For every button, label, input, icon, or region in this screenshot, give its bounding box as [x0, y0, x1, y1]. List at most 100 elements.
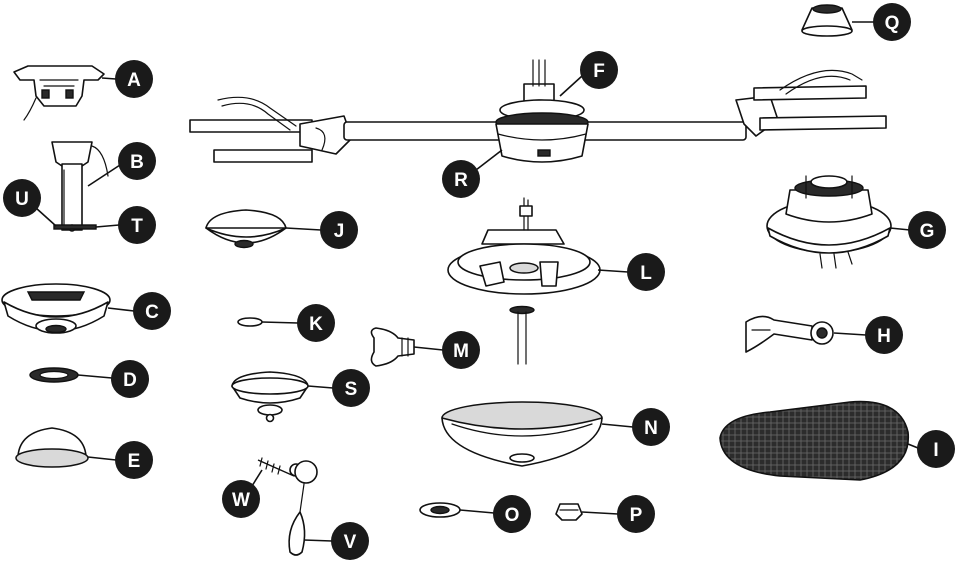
label-text: F: [593, 61, 605, 82]
label-circle: [442, 160, 480, 198]
leader-line-n: [601, 423, 634, 428]
leader-line-l: [597, 269, 629, 273]
part-m-bulb: [370, 327, 415, 367]
leader-line-h: [833, 332, 867, 336]
label-circle: [222, 480, 260, 518]
label-text: B: [130, 152, 144, 173]
label-text: K: [309, 314, 323, 335]
part-labels: A B C D E F G H I J K L M N O P Q R S T U V W: [3, 3, 955, 560]
label-circle: [320, 211, 358, 249]
label-badge-r: R: [442, 160, 480, 198]
label-badge-j: J: [320, 211, 358, 249]
label-text: E: [128, 451, 141, 472]
label-badge-n: N: [632, 408, 670, 446]
leader-line-d: [77, 374, 113, 379]
label-badge-u: U: [3, 179, 41, 217]
leader-line-f: [559, 75, 583, 97]
leader-line-v: [303, 539, 333, 542]
label-badge-d: D: [111, 360, 149, 398]
label-badge-q: Q: [873, 3, 911, 41]
leader-line-o: [459, 509, 495, 514]
label-text: D: [123, 370, 137, 391]
label-text: Q: [885, 13, 900, 34]
motor-assembly-with-arms: [189, 59, 887, 163]
leader-line-e: [87, 456, 117, 461]
label-text: S: [345, 379, 358, 400]
label-circle: [873, 3, 911, 41]
label-text: P: [630, 505, 643, 526]
label-circle: [115, 60, 153, 98]
label-badge-t: T: [118, 206, 156, 244]
label-text: V: [344, 532, 357, 553]
label-circle: [3, 179, 41, 217]
label-text: U: [15, 189, 29, 210]
label-text: L: [640, 263, 652, 284]
leader-line-i: [907, 443, 919, 449]
leader-line-b: [87, 164, 121, 187]
part-v-pull-chain-fob: [288, 460, 318, 556]
label-text: O: [505, 505, 520, 526]
leader-line-s: [307, 385, 334, 389]
label-badge-m: M: [442, 331, 480, 369]
label-text: N: [644, 418, 658, 439]
leader-line-k: [261, 321, 299, 324]
label-text: C: [145, 302, 159, 323]
label-badge-c: C: [133, 292, 171, 330]
label-circle: [111, 360, 149, 398]
label-circle: [865, 316, 903, 354]
part-p-finial: [555, 503, 583, 521]
part-q-top-cap: [801, 4, 853, 37]
part-c-canopy: [1, 283, 111, 334]
part-a-mounting-bracket: [13, 65, 105, 121]
part-e-dome-cover: [15, 427, 89, 468]
label-text: W: [232, 490, 250, 511]
label-circle: [493, 495, 531, 533]
label-circle: [580, 51, 618, 89]
leader-line-r: [475, 149, 503, 171]
label-circle: [627, 253, 665, 291]
part-d-ring: [29, 367, 79, 383]
leader-line-a: [101, 77, 117, 80]
label-circle: [332, 369, 370, 407]
part-j-switch-cap: [205, 209, 287, 249]
part-g-motor-housing: [766, 175, 892, 269]
leader-line-u: [35, 207, 57, 227]
label-badge-e: E: [115, 441, 153, 479]
leader-line-c: [107, 307, 135, 312]
label-text: A: [127, 70, 141, 91]
label-text: R: [454, 170, 468, 191]
part-h-blade-iron: [745, 315, 834, 353]
part-k-washer: [237, 317, 263, 327]
label-circle: [442, 331, 480, 369]
leader-line-g: [889, 227, 911, 231]
leader-line-w: [251, 469, 263, 487]
part-n-glass-bowl: [441, 401, 603, 467]
label-text: I: [933, 440, 938, 461]
label-badge-s: S: [332, 369, 370, 407]
part-o-finial-ring: [419, 502, 461, 518]
label-badge-o: O: [493, 495, 531, 533]
label-text: T: [131, 216, 143, 237]
label-badge-g: G: [908, 211, 946, 249]
leader-line-p: [581, 511, 619, 515]
label-badge-p: P: [617, 495, 655, 533]
label-badge-v: V: [331, 522, 369, 560]
label-badge-f: F: [580, 51, 618, 89]
label-text: G: [920, 221, 935, 242]
label-circle: [297, 304, 335, 342]
part-i-fan-blade: [719, 400, 910, 481]
label-badge-a: A: [115, 60, 153, 98]
label-badge-b: B: [118, 142, 156, 180]
part-l-light-kit: [447, 197, 601, 365]
leader-line-j: [285, 227, 322, 231]
label-badge-w: W: [222, 480, 260, 518]
label-circle: [133, 292, 171, 330]
label-circle: [617, 495, 655, 533]
label-badge-l: L: [627, 253, 665, 291]
label-circle: [632, 408, 670, 446]
leader-line-t: [95, 224, 120, 228]
label-circle: [917, 430, 955, 468]
label-text: H: [877, 326, 891, 347]
leader-line-m: [413, 346, 444, 351]
